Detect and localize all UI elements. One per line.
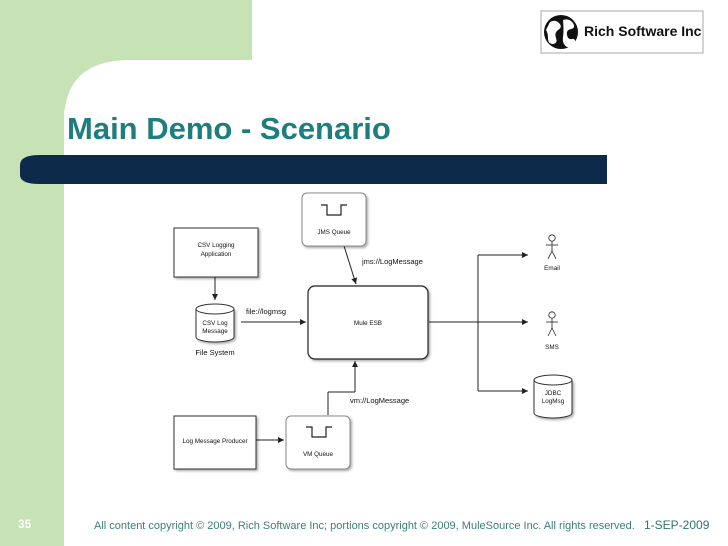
edge-file-label: file://logmsg: [246, 307, 286, 316]
mule-esb: Mule ESB: [307, 285, 429, 360]
email-label: Email: [544, 265, 560, 272]
footer-copyright: All content copyright © 2009, Rich Softw…: [94, 520, 635, 532]
jdbc-logmsg-db: JDBC LogMsg: [533, 374, 573, 419]
person-icon: [546, 311, 558, 337]
vm-queue: VM Queue: [285, 415, 351, 470]
csv-db-label-1: CSV Log: [202, 320, 228, 327]
sms-label: SMS: [545, 344, 559, 351]
jms-queue-label: JMS Queue: [317, 229, 351, 236]
page-title: Main Demo - Scenario: [67, 111, 391, 146]
vm-queue-label: VM Queue: [303, 451, 334, 458]
edge-vm-label: vm://LogMessage: [350, 396, 409, 405]
title-accent-bar: [20, 155, 607, 184]
sms-actor: SMS: [545, 311, 559, 351]
arrow-jms-to-esb: [343, 245, 358, 285]
csv-db-label-2: Message: [202, 328, 228, 335]
company-name: Rich Software Inc: [584, 23, 702, 39]
log-message-producer: Log Message Producer: [173, 415, 257, 470]
footer-date: 1-SEP-2009: [644, 518, 710, 532]
csv-log-message-db: CSV Log Message: [195, 303, 235, 343]
jms-queue: JMS Queue: [301, 192, 367, 247]
csv-logging-application: CSV Logging Application: [173, 227, 259, 278]
queue-icon: [306, 426, 332, 438]
person-icon: [546, 234, 558, 260]
producer-label: Log Message Producer: [182, 438, 247, 445]
slide-number: 35: [18, 517, 32, 531]
panel-curve: [64, 60, 252, 122]
queue-icon: [321, 204, 347, 216]
file-system-label: File System: [195, 348, 234, 357]
company-logo: Rich Software Inc: [540, 10, 704, 54]
email-actor: Email: [544, 234, 560, 272]
edge-jms-label: jms://LogMessage: [361, 257, 423, 266]
jdbc-label-2: LogMsg: [542, 398, 565, 405]
mule-esb-label: Mule ESB: [354, 320, 382, 327]
csv-app-label-2: Application: [201, 251, 232, 258]
connectors: [212, 245, 528, 443]
csv-app-label-1: CSV Logging: [197, 242, 235, 249]
jdbc-label-1: JDBC: [545, 390, 562, 397]
green-panel-left: [0, 60, 64, 546]
globe-icon: [544, 15, 578, 49]
